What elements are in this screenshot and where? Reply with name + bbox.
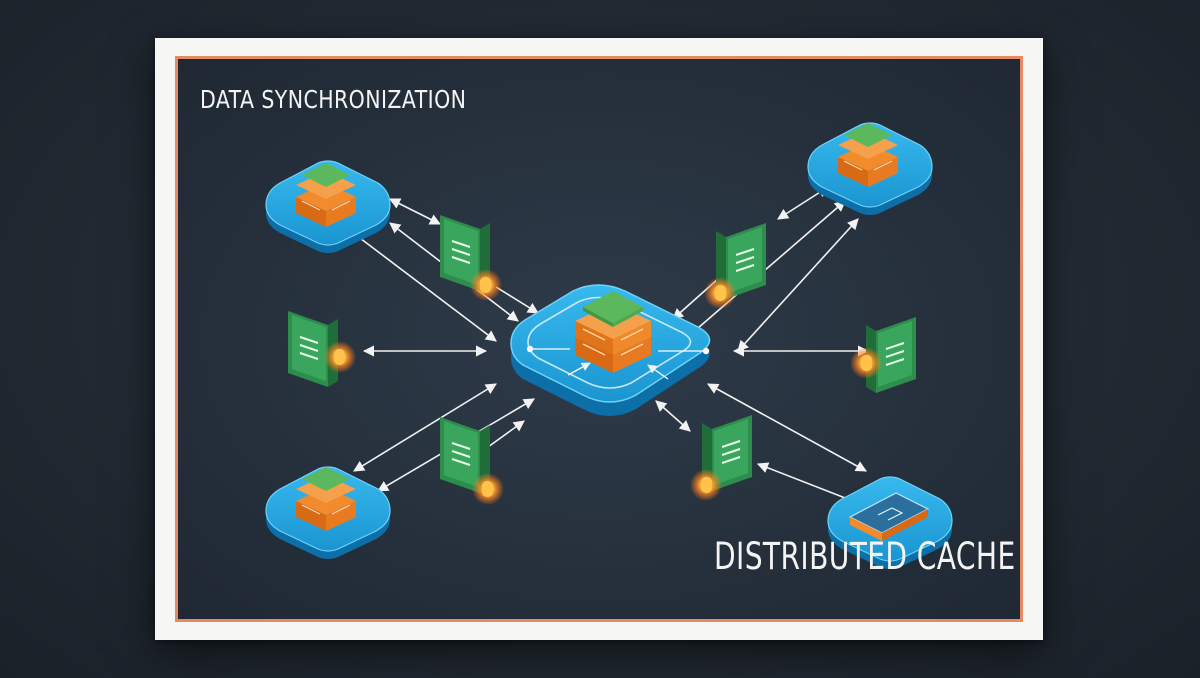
device-icon: [848, 492, 930, 541]
arrow-bottomright-hub-b: [655, 400, 691, 432]
server-stack-icon: [575, 291, 651, 373]
document-icon: [288, 311, 356, 387]
arrow-topright-hub-b: [737, 218, 859, 352]
documents: [288, 215, 916, 505]
arrow-doc-hub-bl: [487, 420, 525, 448]
arrow-bottomright-hub-a: [707, 383, 867, 472]
diagram-board: DATA SYNCHRONIZATION DISTRIBUTED CACHE: [175, 56, 1023, 622]
server-stack-icon: [838, 123, 898, 187]
document-icon: [704, 223, 766, 309]
diagram-label: DISTRIBUTED CACHE: [714, 535, 1016, 578]
document-icon: [440, 417, 504, 505]
document-icon: [440, 215, 502, 301]
node-bottom-right: [827, 476, 953, 569]
diagram-title: DATA SYNCHRONIZATION: [200, 85, 467, 114]
arrow-doc-bottomright: [756, 462, 860, 505]
node-top-right: [807, 122, 933, 215]
arrow-doc-hub-tl: [495, 286, 539, 314]
diagram-svg: [265, 122, 953, 569]
server-stack-icon: [296, 163, 356, 227]
server-stack-icon: [296, 467, 356, 531]
arrow-topleft-doc: [388, 198, 442, 225]
document-icon: [690, 415, 752, 501]
node-top-left: [265, 160, 391, 253]
picture-frame: DATA SYNCHRONIZATION DISTRIBUTED CACHE: [155, 38, 1043, 640]
node-bottom-left: [265, 466, 391, 559]
document-icon: [850, 317, 916, 393]
